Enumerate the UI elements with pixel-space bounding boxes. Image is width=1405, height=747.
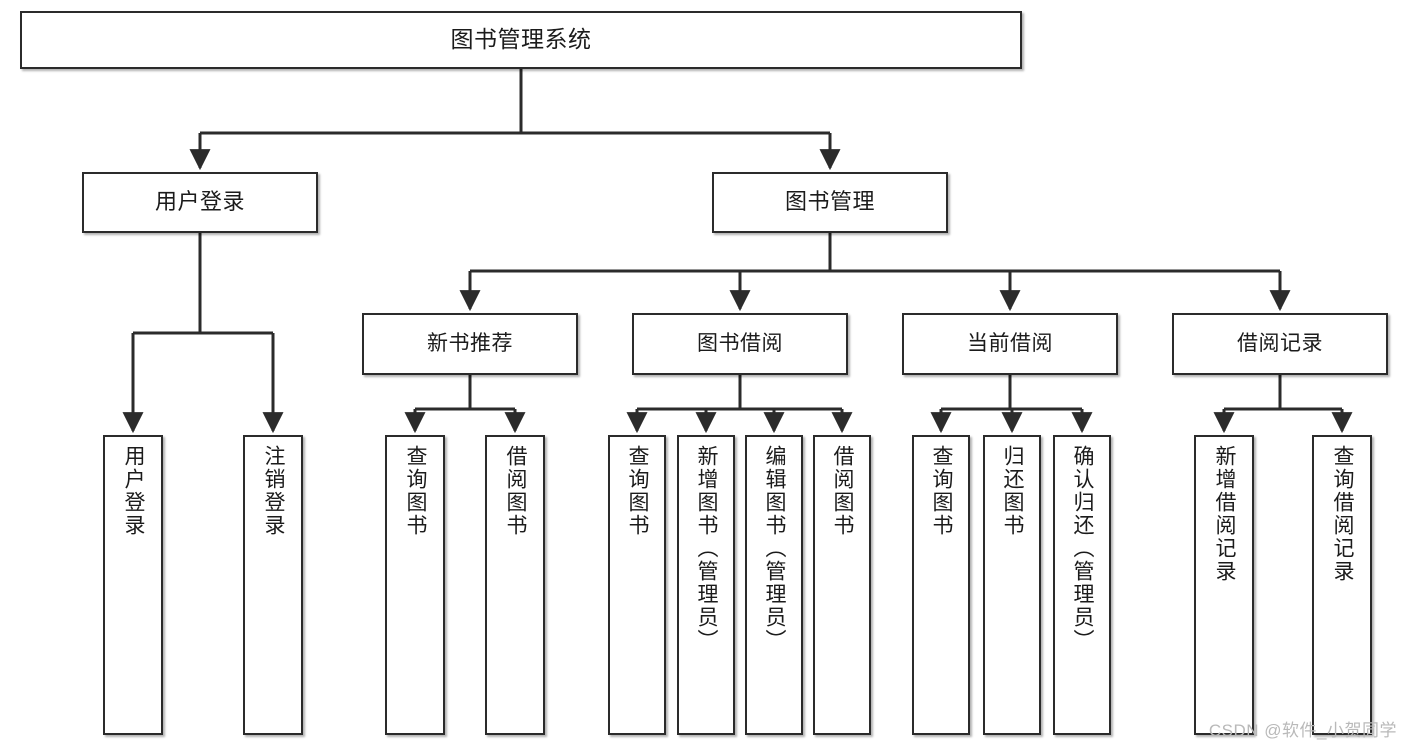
leaf-query-book-3[interactable]: 查询图书	[912, 435, 970, 735]
leaf-logout[interactable]: 注销登录	[243, 435, 303, 735]
leaf-return-book[interactable]: 归还图书	[983, 435, 1041, 735]
node-root-label: 图书管理系统	[450, 26, 592, 53]
leaf-query-book-3-label: 查询图书	[930, 445, 954, 537]
leaf-add-book[interactable]: 新增图书（管理员）	[677, 435, 735, 735]
node-user-login-label: 用户登录	[154, 189, 245, 215]
leaf-logout-label: 注销登录	[262, 445, 286, 537]
node-book-manage[interactable]: 图书管理	[712, 172, 948, 233]
node-book-manage-label: 图书管理	[784, 189, 875, 215]
leaf-query-record[interactable]: 查询借阅记录	[1312, 435, 1372, 735]
leaf-edit-book-label: 编辑图书（管理员）	[763, 445, 787, 652]
node-book-borrow[interactable]: 图书借阅	[632, 313, 848, 375]
leaf-query-record-label: 查询借阅记录	[1331, 445, 1355, 583]
leaf-edit-book[interactable]: 编辑图书（管理员）	[745, 435, 803, 735]
leaf-add-record[interactable]: 新增借阅记录	[1194, 435, 1254, 735]
leaf-add-book-label: 新增图书（管理员）	[695, 445, 719, 652]
node-borrow-record[interactable]: 借阅记录	[1172, 313, 1388, 375]
leaf-return-book-label: 归还图书	[1001, 445, 1025, 537]
leaf-borrow-book-1-label: 借阅图书	[504, 445, 528, 537]
node-new-book-rec-label: 新书推荐	[427, 332, 513, 356]
leaf-query-book-2-label: 查询图书	[626, 445, 650, 537]
node-root[interactable]: 图书管理系统	[20, 11, 1022, 69]
leaf-borrow-book-1[interactable]: 借阅图书	[485, 435, 545, 735]
csdn-watermark: CSDN @软件_小贺同学	[1208, 721, 1397, 740]
leaf-borrow-book-2[interactable]: 借阅图书	[813, 435, 871, 735]
node-current-borrow-label: 当前借阅	[967, 332, 1053, 356]
leaf-user-login[interactable]: 用户登录	[103, 435, 163, 735]
leaf-query-book-1-label: 查询图书	[404, 445, 428, 537]
leaf-borrow-book-2-label: 借阅图书	[831, 445, 855, 537]
node-new-book-rec[interactable]: 新书推荐	[362, 313, 578, 375]
node-user-login[interactable]: 用户登录	[82, 172, 318, 233]
leaf-confirm-return[interactable]: 确认归还（管理员）	[1053, 435, 1111, 735]
leaf-add-record-label: 新增借阅记录	[1213, 445, 1237, 583]
node-current-borrow[interactable]: 当前借阅	[902, 313, 1118, 375]
node-book-borrow-label: 图书借阅	[697, 332, 783, 356]
leaf-confirm-return-label: 确认归还（管理员）	[1071, 445, 1095, 652]
leaf-user-login-label: 用户登录	[122, 445, 146, 537]
leaf-query-book-2[interactable]: 查询图书	[608, 435, 666, 735]
node-borrow-record-label: 借阅记录	[1237, 332, 1323, 356]
leaf-query-book-1[interactable]: 查询图书	[385, 435, 445, 735]
